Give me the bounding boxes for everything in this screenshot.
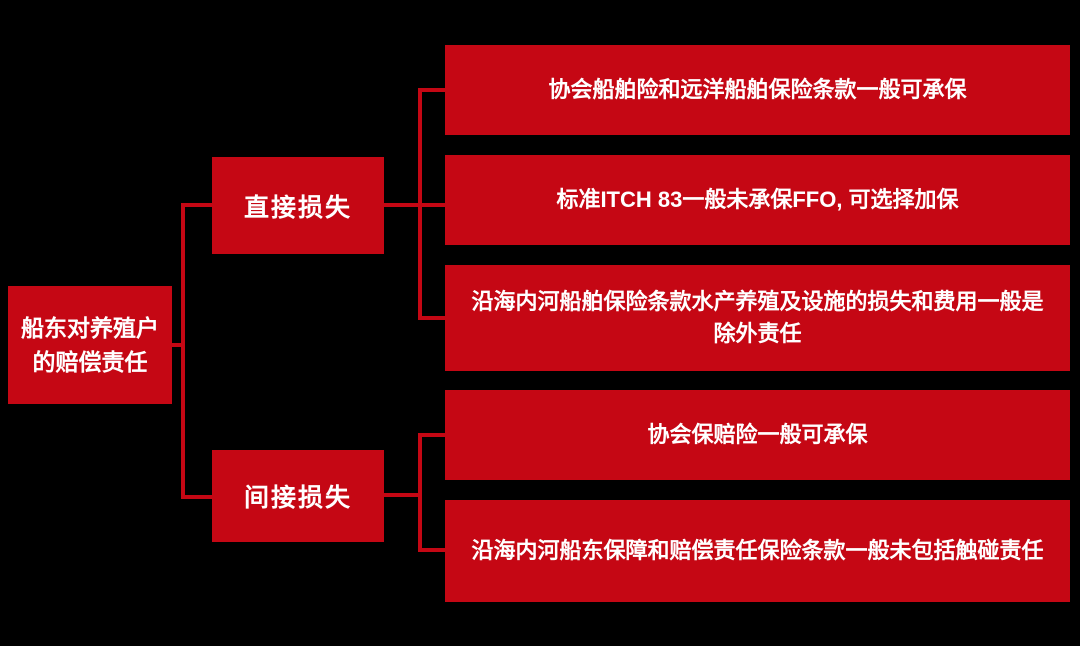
branch-node-indirect-loss: 间接损失: [212, 450, 384, 542]
connector-to-leaf-5: [418, 548, 445, 552]
connector-to-direct-loss: [181, 203, 212, 207]
leaf-node-coastal-pandi-exclusion: 沿海内河船东保障和赔偿责任保险条款一般未包括触碰责任: [445, 500, 1070, 602]
connector-indirect-horizontal: [384, 493, 420, 497]
connector-direct-spine: [418, 88, 422, 320]
connector-to-leaf-3: [418, 316, 445, 320]
connector-to-leaf-1: [418, 88, 445, 92]
leaf-node-coastal-hull-exclusion: 沿海内河船舶保险条款水产养殖及设施的损失和费用一般是除外责任: [445, 265, 1070, 371]
leaf-node-hull-clauses-insurable: 协会船舶险和远洋船舶保险条款一般可承保: [445, 45, 1070, 135]
connector-direct-horizontal: [384, 203, 445, 207]
branch-node-direct-loss: 直接损失: [212, 157, 384, 254]
connector-to-indirect-loss: [181, 495, 212, 499]
leaf-node-pandi-insurable: 协会保赔险一般可承保: [445, 390, 1070, 480]
connector-to-leaf-4: [418, 433, 445, 437]
leaf-node-itch83-ffo: 标准ITCH 83一般未承保FFO, 可选择加保: [445, 155, 1070, 245]
connector-indirect-spine: [418, 433, 422, 552]
connector-branch-spine: [181, 203, 185, 499]
connector-root-horizontal: [172, 343, 185, 347]
root-node-shipowner-liability: 船东对养殖户 的赔偿责任: [8, 286, 172, 404]
